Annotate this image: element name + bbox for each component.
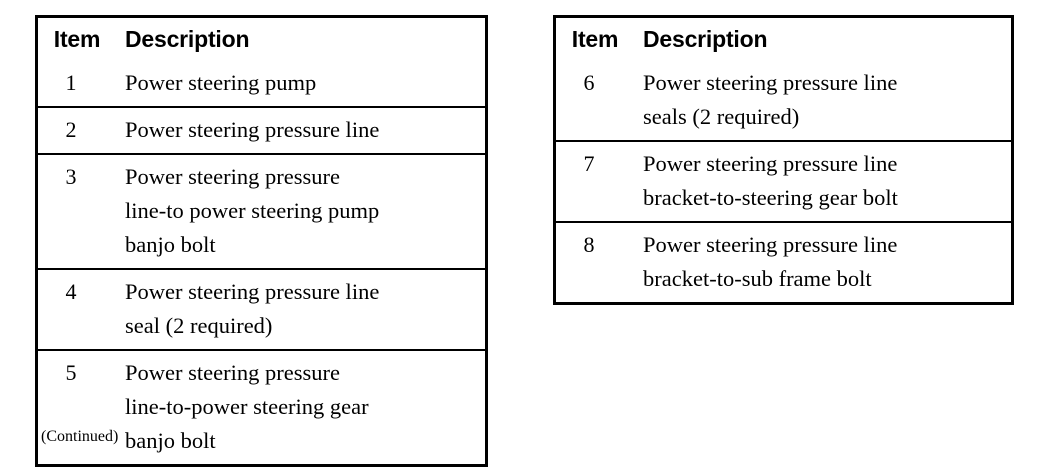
item-number: 4 [38, 269, 116, 351]
item-description: Power steering pressure line bracket-to-… [634, 222, 1011, 302]
item-number: 3 [38, 154, 116, 270]
column-header-description: Description [634, 18, 1011, 61]
item-number: 7 [556, 141, 634, 223]
table-row: 7 Power steering pressure line bracket-t… [556, 141, 1011, 223]
item-number: 8 [556, 222, 634, 302]
table-row: 3 Power steering pressure line-to power … [38, 154, 485, 270]
item-description: Power steering pressure line bracket-to-… [634, 141, 1011, 223]
item-description: Power steering pressure line seals (2 re… [634, 61, 1011, 142]
table-header-row: Item Description [556, 18, 1011, 61]
parts-table-right-grid: Item Description 6 Power steering pressu… [556, 18, 1011, 302]
table-row: 1 Power steering pump [38, 61, 485, 108]
parts-table-left: Item Description 1 Power steering pump 2… [35, 15, 488, 467]
item-description: Power steering pressure line seal (2 req… [116, 269, 485, 351]
parts-table-right: Item Description 6 Power steering pressu… [553, 15, 1014, 305]
table-row: 4 Power steering pressure line seal (2 r… [38, 269, 485, 351]
item-description: Power steering pressure line [116, 107, 485, 155]
item-description: Power steering pressure line-to power st… [116, 154, 485, 270]
item-description: Power steering pump [116, 61, 485, 108]
continued-caption: (Continued) [41, 428, 119, 445]
column-header-item: Item [556, 18, 634, 61]
item-description: Power steering pressure line-to-power st… [116, 350, 485, 464]
parts-table-left-grid: Item Description 1 Power steering pump 2… [38, 18, 485, 464]
column-header-description: Description [116, 18, 485, 61]
table-row: 5 Power steering pressure line-to-power … [38, 350, 485, 464]
column-header-item: Item [38, 18, 116, 61]
item-number: 5 [38, 350, 116, 464]
item-number: 1 [38, 61, 116, 108]
table-row: 2 Power steering pressure line [38, 107, 485, 155]
item-number: 6 [556, 61, 634, 142]
table-row: 8 Power steering pressure line bracket-t… [556, 222, 1011, 302]
item-number: 2 [38, 107, 116, 155]
table-row: 6 Power steering pressure line seals (2 … [556, 61, 1011, 142]
table-header-row: Item Description [38, 18, 485, 61]
